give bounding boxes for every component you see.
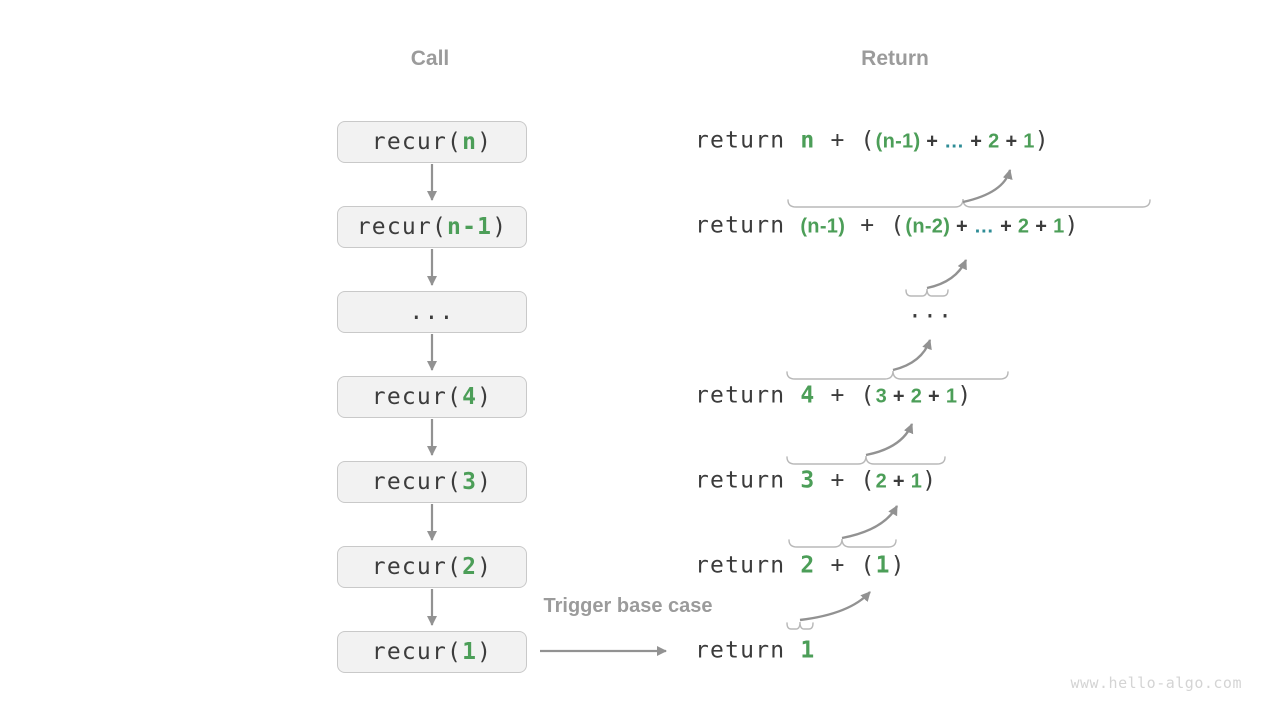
text-segment: ) (1064, 212, 1080, 239)
text-segment: + (920, 130, 945, 153)
text-segment: 2 (462, 554, 478, 580)
return-line-return-n-1: return (n-1) + ((n-2) + … + 2 + 1) (695, 211, 1080, 244)
return-line-return-2: return 2 + (1) (695, 551, 906, 584)
text-segment: recur( (371, 469, 463, 495)
return-arrow (892, 339, 932, 372)
text-segment: n (800, 127, 816, 154)
text-segment: 1 (462, 639, 478, 665)
return-arrow (926, 259, 968, 290)
call-box-recur-3: recur(3) (337, 461, 527, 503)
call-box-recur-n-1: recur(n-1) (337, 206, 527, 248)
text-segment: ) (477, 554, 493, 580)
return-line-return-4: return 4 + (3 + 2 + 1) (695, 381, 972, 414)
brace (786, 370, 1009, 380)
brace (787, 198, 1151, 208)
text-segment: 4 (462, 384, 478, 410)
text-segment: + ( (845, 212, 906, 239)
text-segment: ) (922, 467, 938, 494)
text-segment: return (695, 127, 801, 154)
text-segment: 1 (945, 385, 958, 408)
text-segment: recur( (371, 554, 463, 580)
return-arrow (841, 505, 899, 540)
trigger-base-case-label: Trigger base case (543, 595, 713, 617)
text-segment: recur( (371, 384, 463, 410)
text-segment: recur( (371, 129, 463, 155)
text-segment: n-1 (447, 214, 493, 240)
text-segment: return (695, 382, 801, 409)
text-segment: ... (908, 297, 954, 324)
text-segment: + (1029, 215, 1054, 238)
text-segment: ) (957, 382, 973, 409)
brace (786, 621, 814, 630)
text-segment: (n-2) (905, 215, 951, 238)
text-segment: + (964, 130, 989, 153)
return-arrow (799, 591, 871, 622)
text-segment: 2 (1017, 215, 1030, 238)
return-arrow (865, 423, 914, 457)
text-segment: 1 (1023, 130, 1035, 153)
return-column-header: Return (861, 47, 929, 70)
text-segment: n (462, 129, 478, 155)
text-segment: (n-1) (875, 130, 921, 153)
text-segment: ... (409, 299, 455, 325)
call-box-recur-1: recur(1) (337, 631, 527, 673)
text-segment: … (944, 130, 965, 153)
text-segment: return (695, 637, 801, 664)
text-segment: 3 (462, 469, 478, 495)
text-segment: ) (1034, 127, 1050, 154)
text-segment: return (695, 467, 801, 494)
text-segment: + (887, 385, 911, 408)
text-segment: … (973, 215, 995, 238)
text-segment: 2 (988, 130, 1000, 153)
text-segment: 2 (875, 470, 888, 493)
brace (788, 538, 897, 548)
text-segment: return (695, 212, 801, 239)
text-segment: + (887, 470, 911, 493)
brace (786, 455, 946, 465)
return-line-return-ellipsis: ... (908, 296, 953, 329)
text-segment: ) (477, 129, 493, 155)
text-segment: return (695, 552, 801, 579)
text-segment: 1 (910, 470, 923, 493)
call-box-recur-4: recur(4) (337, 376, 527, 418)
text-segment: ) (477, 469, 493, 495)
text-segment: recur( (356, 214, 448, 240)
text-segment: + (950, 215, 974, 238)
text-segment: ) (477, 384, 493, 410)
text-segment: recur( (371, 639, 463, 665)
text-segment: + ( (815, 552, 876, 579)
text-segment: ) (477, 639, 493, 665)
text-segment: 2 (800, 552, 816, 579)
text-segment: + ( (815, 467, 876, 494)
text-segment: + ( (815, 127, 876, 154)
watermark: www.hello-algo.com (1070, 674, 1242, 692)
text-segment: ) (492, 214, 508, 240)
text-segment: 2 (910, 385, 923, 408)
call-box-recur-n: recur(n) (337, 121, 527, 163)
call-column-header: Call (410, 47, 450, 70)
text-segment: + (994, 215, 1018, 238)
text-segment: + (999, 130, 1024, 153)
text-segment: 3 (800, 467, 816, 494)
text-segment: 1 (800, 637, 816, 664)
return-line-return-1: return 1 (695, 636, 815, 669)
call-box-recur-2: recur(2) (337, 546, 527, 588)
text-segment: ) (890, 552, 906, 579)
return-arrow (962, 169, 1013, 204)
text-segment: 1 (875, 552, 891, 579)
return-line-return-n: return n + ((n-1) + … + 2 + 1) (695, 126, 1050, 159)
call-box-ellipsis: ... (337, 291, 527, 333)
return-line-return-3: return 3 + (2 + 1) (695, 466, 937, 499)
text-segment: 1 (1053, 215, 1065, 238)
text-segment: (n-1) (800, 215, 846, 238)
text-segment: + ( (815, 382, 876, 409)
text-segment: 3 (875, 385, 888, 408)
text-segment: + (922, 385, 946, 408)
text-segment: 4 (800, 382, 816, 409)
